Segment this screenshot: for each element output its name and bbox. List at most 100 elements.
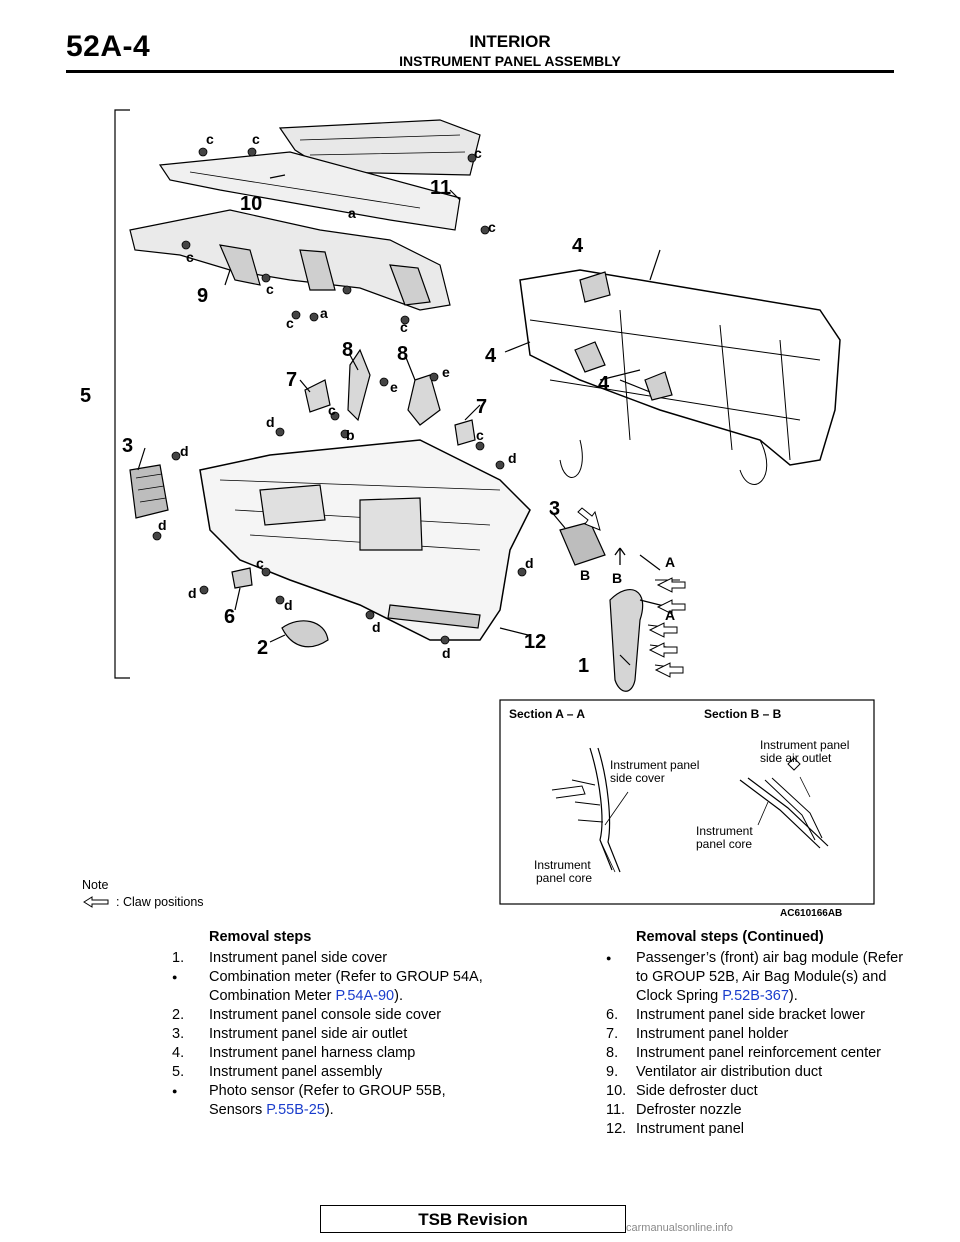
svg-text:A: A — [665, 607, 675, 623]
svg-text:3: 3 — [122, 435, 133, 457]
svg-text:c: c — [256, 555, 264, 571]
svg-text:c: c — [266, 281, 274, 297]
step-marker: ● — [172, 972, 178, 982]
step-marker: 10. — [606, 1083, 627, 1099]
svg-text:c: c — [474, 145, 482, 161]
removal-steps-cont-title: Removal steps (Continued) — [636, 929, 824, 945]
svg-text:9: 9 — [197, 285, 208, 307]
step-marker: ● — [172, 1086, 178, 1096]
section-title: INTERIOR — [469, 32, 551, 51]
step-marker: 3. — [172, 1026, 185, 1042]
cross-reference-link[interactable]: P.55B-25 — [266, 1102, 325, 1118]
svg-text:4: 4 — [572, 235, 584, 257]
step-marker: 12. — [606, 1121, 627, 1137]
removal-step: 9. Ventilator air distribution duct — [606, 1063, 906, 1082]
svg-text:d: d — [525, 555, 534, 571]
cross-reference-link[interactable]: P.52B-367 — [722, 988, 789, 1004]
claw-arrow-icon — [83, 896, 109, 908]
svg-text:d: d — [266, 414, 275, 430]
removal-steps: Removal steps 1. Instrument panel side co… — [172, 928, 492, 1120]
cross-reference-link[interactable]: P.54A-90 — [335, 988, 395, 1004]
removal-step: 6.Instrument panel side bracket lower — [606, 1006, 906, 1025]
removal-step: 8. Instrument panel reinforcement center — [606, 1044, 906, 1063]
section-a-title: Section A – A — [509, 707, 585, 721]
step-text: Instrument panel reinforcement center — [636, 1045, 882, 1061]
step-text: Defroster nozzle — [636, 1102, 742, 1118]
removal-steps-continued: Removal steps (Continued) ●Passenger’s (… — [606, 928, 906, 1139]
svg-text:a: a — [348, 205, 356, 221]
removal-step: 12.Instrument panel — [606, 1120, 906, 1139]
note-legend-text: : Claw positions — [116, 895, 204, 909]
removal-step: ●Passenger’s (front) air bag module (Ref… — [606, 949, 906, 1006]
svg-text:5: 5 — [80, 385, 91, 407]
removal-step: 10. Side defroster duct — [606, 1082, 906, 1101]
removal-step: 7.Instrument panel holder — [606, 1025, 906, 1044]
removal-step: 2. Instrument panel console side cover — [172, 1006, 492, 1025]
svg-text:c: c — [328, 402, 336, 418]
svg-text:6: 6 — [224, 606, 235, 628]
svg-text:3: 3 — [549, 498, 560, 520]
step-marker: 9. — [606, 1064, 619, 1080]
svg-text:c: c — [488, 219, 496, 235]
section-b-label-outlet-2: side air outlet — [760, 751, 832, 765]
step-text: Instrument panel side cover — [209, 950, 388, 966]
svg-text:c: c — [286, 315, 294, 331]
tsb-revision-box: TSB Revision — [320, 1205, 626, 1233]
svg-text:d: d — [188, 585, 197, 601]
note-legend: : Claw positions — [82, 895, 204, 909]
svg-text:d: d — [372, 619, 381, 635]
svg-text:11: 11 — [430, 177, 451, 199]
svg-text:2: 2 — [257, 637, 268, 659]
step-text: Side defroster duct — [636, 1083, 758, 1099]
step-marker: 11. — [606, 1102, 626, 1118]
svg-text:10: 10 — [240, 193, 262, 215]
svg-text:8: 8 — [342, 339, 353, 361]
svg-text:e: e — [390, 379, 398, 395]
page-number: 52A-4 — [66, 30, 151, 63]
svg-text:d: d — [442, 645, 451, 661]
svg-text:c: c — [400, 319, 408, 335]
figure-code: AC610166AB — [780, 908, 843, 919]
step-text: Instrument panel side air outlet — [209, 1026, 408, 1042]
step-marker: ● — [606, 953, 612, 963]
svg-text:B: B — [580, 567, 590, 583]
svg-text:d: d — [508, 450, 517, 466]
section-b-label-outlet-1: Instrument panel — [760, 738, 849, 752]
svg-text:4: 4 — [485, 345, 497, 367]
svg-text:a: a — [320, 305, 328, 321]
svg-text:c: c — [186, 249, 194, 265]
step-text: Combination meter (Refer to GROUP 54A, C… — [209, 969, 483, 1004]
step-text: Ventilator air distribution duct — [636, 1064, 823, 1080]
step-marker: 1. — [172, 950, 185, 966]
svg-text:A: A — [665, 554, 675, 570]
step-marker: 5. — [172, 1064, 185, 1080]
removal-step: 3. Instrument panel side air outlet — [172, 1025, 492, 1044]
step-marker: 2. — [172, 1007, 185, 1023]
section-b-label-core-1: Instrument — [696, 824, 753, 838]
step-marker: 6. — [606, 1007, 619, 1023]
note-title: Note — [82, 878, 109, 892]
svg-text:7: 7 — [286, 369, 297, 391]
svg-text:4: 4 — [598, 373, 610, 395]
svg-text:8: 8 — [397, 343, 408, 365]
step-marker: 4. — [172, 1045, 185, 1061]
svg-text:c: c — [476, 427, 484, 443]
svg-text:B: B — [612, 570, 622, 586]
removal-step: 5. Instrument panel assembly — [172, 1063, 492, 1082]
removal-step: ●Photo sensor (Refer to GROUP 55B, Senso… — [172, 1082, 492, 1120]
section-a-label-side-cover-1: Instrument panel — [610, 758, 699, 772]
step-marker: 8. — [606, 1045, 619, 1061]
section-a-label-core-2: panel core — [536, 871, 592, 885]
svg-text:d: d — [284, 597, 293, 613]
step-text: Instrument panel console side cover — [209, 1007, 442, 1023]
section-a-label-side-cover-2: side cover — [610, 771, 665, 785]
removal-steps-title: Removal steps — [209, 929, 312, 945]
section-b-label-core-2: panel core — [696, 837, 752, 851]
svg-text:c: c — [206, 131, 214, 147]
svg-text:e: e — [442, 364, 450, 380]
header-rule — [66, 70, 894, 73]
step-text: Instrument panel assembly — [209, 1064, 383, 1080]
removal-step: 11. Defroster nozzle — [606, 1101, 906, 1120]
svg-text:1: 1 — [578, 655, 589, 677]
